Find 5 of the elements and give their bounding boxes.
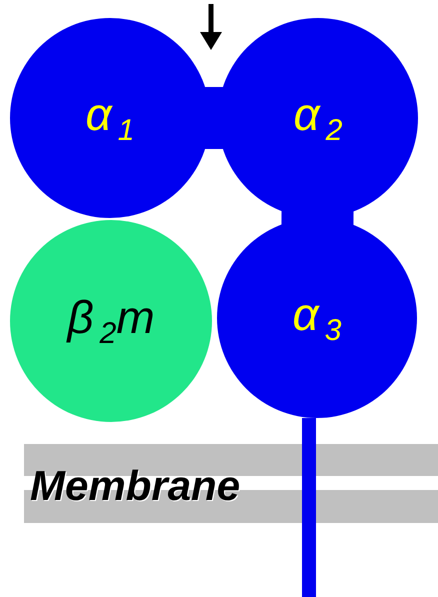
domain-label: α$_{2}$ (294, 90, 342, 146)
domain-label: α$_{1}$ (86, 90, 134, 146)
domain-label: α$_{3}$ (292, 290, 342, 346)
domain-label: β$_{2}$m (67, 294, 155, 348)
membrane-label: Membrane (30, 462, 240, 510)
